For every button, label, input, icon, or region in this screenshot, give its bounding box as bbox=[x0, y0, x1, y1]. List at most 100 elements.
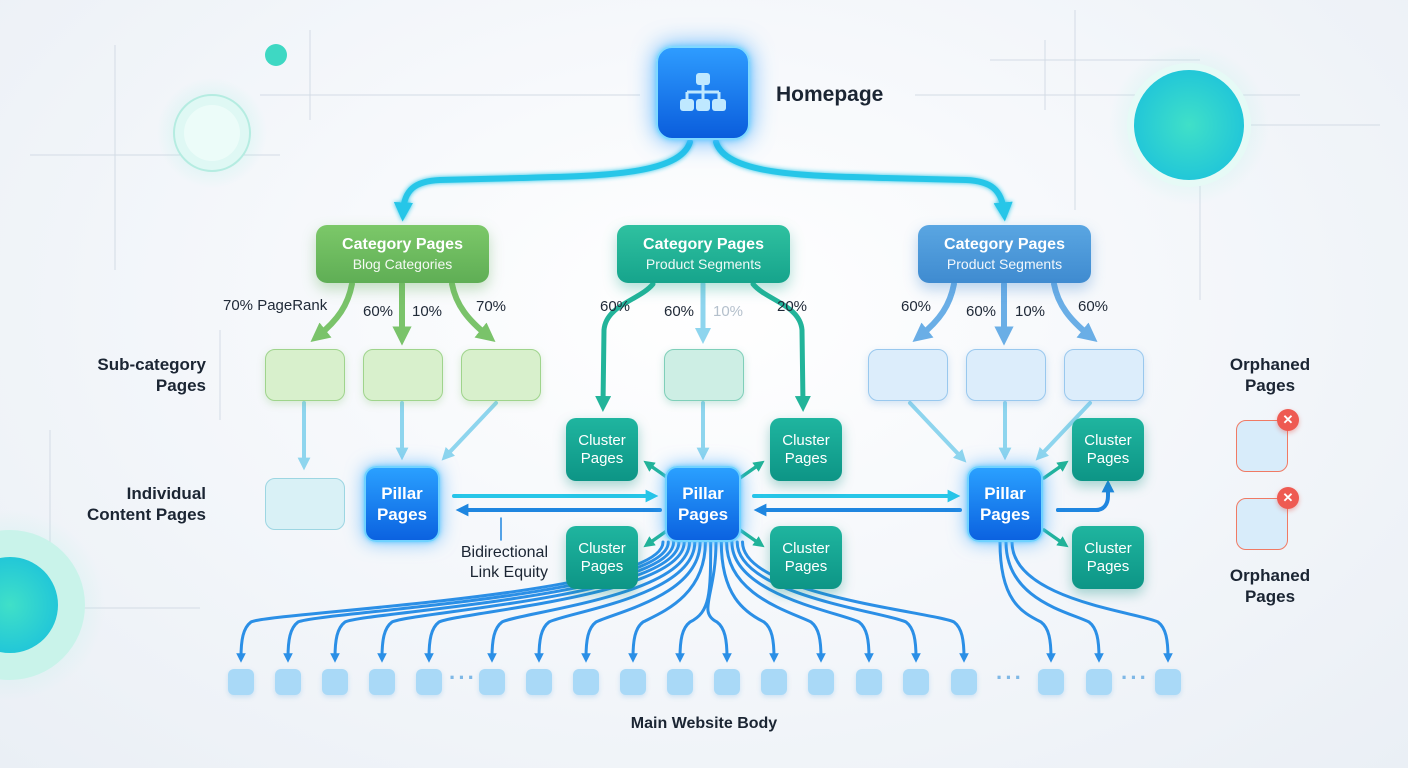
category-title: Category Pages bbox=[643, 236, 764, 253]
pillar-to-leaf-link bbox=[581, 540, 702, 663]
pillar-to-leaf-link bbox=[730, 540, 874, 663]
homepage-node[interactable] bbox=[656, 46, 750, 140]
category-to-cluster-link bbox=[750, 281, 811, 412]
orphaned-page-box[interactable]: ✕ bbox=[1236, 409, 1299, 472]
orphaned-pages-label-top: Orphaned Pages bbox=[1229, 355, 1311, 395]
cluster-pages-node[interactable]: Cluster Pages bbox=[566, 526, 638, 589]
percent-label: 60% bbox=[1078, 298, 1109, 315]
website-page-leaf[interactable] bbox=[1038, 669, 1064, 695]
category-title: Category Pages bbox=[342, 236, 463, 253]
cluster-pages-node[interactable]: Cluster Pages bbox=[770, 526, 842, 589]
website-page-leaf[interactable] bbox=[416, 669, 442, 695]
percent-label: 70% bbox=[476, 298, 507, 315]
website-page-leaf[interactable] bbox=[275, 669, 301, 695]
website-page-leaf[interactable] bbox=[714, 669, 740, 695]
pillar-to-leaf-link bbox=[719, 540, 779, 663]
cluster-pages-node[interactable]: Cluster Pages bbox=[1072, 526, 1144, 589]
subcategory-to-pillar-link bbox=[908, 401, 967, 463]
ellipsis-indicator: ··· bbox=[449, 665, 477, 690]
website-page-leaf[interactable] bbox=[667, 669, 693, 695]
subcategory-box[interactable] bbox=[461, 349, 541, 401]
category-subtitle: Blog Categories bbox=[352, 256, 453, 272]
website-page-leaf[interactable] bbox=[369, 669, 395, 695]
percent-label: 10% bbox=[412, 303, 443, 320]
category-node-blog[interactable]: Category Pages Blog Categories bbox=[316, 225, 489, 283]
website-page-leaf[interactable] bbox=[526, 669, 552, 695]
subcategory-box[interactable] bbox=[664, 349, 744, 401]
percent-label: 60% bbox=[664, 303, 695, 320]
subcategory-to-pillar-link bbox=[1035, 401, 1092, 461]
orphaned-pages-label-bottom: Orphaned Pages bbox=[1229, 566, 1311, 606]
pillar-to-cluster-link bbox=[1042, 460, 1069, 480]
website-page-leaf[interactable] bbox=[620, 669, 646, 695]
percent-label: 20% bbox=[777, 298, 808, 315]
pillar-to-leaf-link bbox=[706, 540, 732, 663]
website-page-leaf[interactable] bbox=[761, 669, 787, 695]
pillar-to-leaf-link bbox=[487, 540, 691, 663]
pillar-to-leaf-link bbox=[534, 540, 697, 663]
pillar-pages-node[interactable]: Pillar Pages bbox=[364, 466, 440, 542]
category-subtitle: Product Segments bbox=[946, 256, 1063, 272]
subcategory-box[interactable] bbox=[265, 349, 345, 401]
pillar-to-leaf-link bbox=[741, 540, 969, 663]
cluster-pages-node[interactable]: Cluster Pages bbox=[1072, 418, 1144, 481]
percent-label: 60% bbox=[901, 298, 932, 315]
category-node-product-2[interactable]: Category Pages Product Segments bbox=[918, 225, 1091, 283]
subcategory-box[interactable] bbox=[1064, 349, 1144, 401]
ellipsis-indicator: ··· bbox=[996, 665, 1024, 690]
pillar-to-cluster-link bbox=[1056, 479, 1115, 512]
pillar-to-leaf-link bbox=[377, 540, 681, 663]
website-page-leaf[interactable] bbox=[479, 669, 505, 695]
pagerank-percent-label: 70% PageRank bbox=[223, 297, 328, 314]
website-page-leaf[interactable] bbox=[951, 669, 977, 695]
error-x-icon: ✕ bbox=[1277, 409, 1299, 431]
website-page-leaf[interactable] bbox=[1155, 669, 1181, 695]
pillar-to-cluster-link bbox=[1042, 528, 1069, 548]
subcategory-pages-label: Sub-category Pages bbox=[97, 355, 206, 395]
individual-content-pages-label: Individual Content Pages bbox=[86, 484, 206, 524]
percent-label: 60% bbox=[363, 303, 394, 320]
pillar-to-cluster-link bbox=[643, 460, 670, 480]
pillar-to-cluster-link bbox=[738, 460, 765, 480]
percent-label: 60% bbox=[966, 303, 997, 320]
homepage-label: Homepage bbox=[776, 83, 884, 106]
subcategory-to-pillar-link bbox=[441, 401, 498, 461]
subcategory-box[interactable] bbox=[363, 349, 443, 401]
individual-content-box[interactable] bbox=[265, 478, 345, 530]
percent-label-muted: 10% bbox=[713, 303, 744, 320]
website-page-leaf[interactable] bbox=[856, 669, 882, 695]
website-page-leaf[interactable] bbox=[1086, 669, 1112, 695]
cluster-pages-node[interactable]: Cluster Pages bbox=[770, 418, 842, 481]
homepage-to-category-link bbox=[393, 139, 693, 222]
website-page-leaf[interactable] bbox=[808, 669, 834, 695]
category-to-subcategory-link bbox=[449, 281, 496, 342]
pillar-to-cluster-link bbox=[738, 528, 765, 548]
website-page-leaf[interactable] bbox=[903, 669, 929, 695]
website-page-leaf[interactable] bbox=[322, 669, 348, 695]
pillar-to-leaf-link bbox=[424, 540, 686, 663]
pillar-pages-node[interactable]: Pillar Pages bbox=[967, 466, 1043, 542]
pillar-pages-node[interactable]: Pillar Pages bbox=[665, 466, 741, 542]
homepage-to-category-link bbox=[713, 139, 1013, 222]
category-to-subcategory-link bbox=[310, 281, 355, 342]
pillar-to-leaf-link bbox=[675, 540, 713, 663]
pillar-to-leaf-link bbox=[998, 540, 1056, 663]
main-website-body-label: Main Website Body bbox=[630, 715, 778, 732]
ellipsis-indicator: ··· bbox=[1121, 665, 1149, 690]
orphaned-page-box[interactable]: ✕ bbox=[1236, 487, 1299, 550]
percent-label: 60% bbox=[600, 298, 631, 315]
percent-label: 10% bbox=[1015, 303, 1046, 320]
pillar-to-leaf-link bbox=[735, 540, 921, 663]
subcategory-box[interactable] bbox=[868, 349, 948, 401]
category-node-product-1[interactable]: Category Pages Product Segments bbox=[617, 225, 790, 283]
subcategory-box[interactable] bbox=[966, 349, 1046, 401]
website-page-leaf[interactable] bbox=[228, 669, 254, 695]
website-page-leaf[interactable] bbox=[573, 669, 599, 695]
cluster-pages-node[interactable]: Cluster Pages bbox=[566, 418, 638, 481]
bidirectional-link-equity-label: Bidirectional Link Equity bbox=[460, 544, 548, 581]
pillar-to-leaf-link bbox=[1004, 540, 1104, 663]
pillar-to-cluster-link bbox=[643, 528, 670, 548]
sitemap-icon bbox=[680, 73, 726, 111]
